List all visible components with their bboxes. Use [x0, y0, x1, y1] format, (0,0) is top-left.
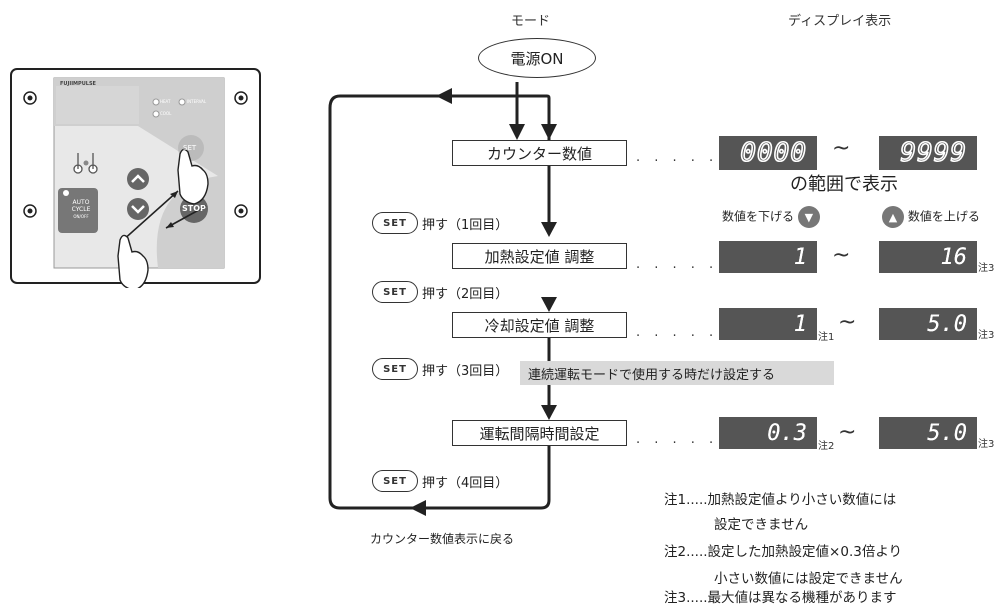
hand-icon — [177, 148, 209, 205]
note-mark-3: 注3 — [978, 263, 995, 274]
step-interval-box: 運転間隔時間設定 — [452, 420, 627, 446]
step-counter-box: カウンター数値 — [452, 140, 627, 166]
continuous-mode-note: 連続運転モードで使用する時だけ設定する — [520, 361, 834, 385]
set-press-2: SET 押す（2回目） — [372, 281, 508, 303]
range-tilde: ~ — [832, 136, 851, 161]
display-counter-min: 0000 — [719, 136, 817, 170]
dots-leader: . . . . . — [636, 257, 719, 272]
footnote-3: 注3.....最大値は異なる機種があります — [664, 590, 897, 606]
set-press-4: SET 押す（4回目） — [372, 470, 508, 492]
set-key-icon: SET — [372, 358, 418, 380]
dots-leader: . . . . . — [636, 150, 719, 165]
note-mark-1: 注1 — [818, 332, 835, 343]
note-mark-3: 注3 — [978, 439, 995, 450]
brand-label: FUJIIMPULSE — [60, 81, 96, 87]
led-cool-label: COOL — [160, 111, 172, 116]
range-tilde: ~ — [832, 243, 851, 268]
step-heat-box: 加熱設定値 調整 — [452, 243, 627, 269]
chevron-up-icon: ▲ — [882, 206, 904, 228]
dots-leader: . . . . . — [636, 325, 719, 340]
display-header: ディスプレイ表示 — [788, 14, 892, 29]
footnote-2: 注2.....設定した加熱設定値×0.3倍より — [664, 544, 903, 560]
step-cool-box: 冷却設定値 調整 — [452, 312, 627, 338]
mode-header: モード — [511, 14, 551, 29]
set-press-3: SET 押す（3回目） — [372, 358, 508, 380]
note-mark-3: 注3 — [978, 330, 995, 341]
set-key-icon: SET — [372, 281, 418, 303]
set-key-icon: SET — [372, 212, 418, 234]
device-panel-illustration — [10, 68, 261, 288]
footnote-1: 注1.....加熱設定値より小さい数値には — [664, 492, 897, 508]
device-stop-key: STOP — [182, 204, 206, 213]
display-heat-min: 1 — [719, 241, 817, 273]
note-mark-2: 注2 — [818, 441, 835, 452]
range-caption: の範囲で表示 — [790, 174, 898, 195]
display-cool-min: 1 — [719, 308, 817, 340]
increase-label: ▲ 数値を上げる — [882, 206, 980, 228]
decrease-label: 数値を下げる ▼ — [722, 206, 820, 228]
range-tilde: ~ — [838, 310, 857, 335]
footnote-2-cont: 小さい数値には設定できません — [714, 571, 903, 587]
range-tilde: ~ — [838, 420, 857, 445]
display-heat-max: 16 — [879, 241, 977, 273]
display-counter-max: 9999 — [879, 136, 977, 170]
hand-icon — [117, 234, 149, 288]
led-interval-label: INTERVAL — [187, 99, 207, 104]
set-press-1: SET 押す（1回目） — [372, 212, 508, 234]
chevron-down-icon: ▼ — [797, 206, 820, 228]
return-label: カウンター数値表示に戻る — [370, 532, 515, 546]
display-interval-min: 0.3 — [719, 417, 817, 449]
footnote-1-cont: 設定できません — [714, 517, 809, 533]
set-key-icon: SET — [372, 470, 418, 492]
device-set-key: SET — [183, 144, 197, 152]
display-interval-max: 5.0 — [879, 417, 977, 449]
power-on-node: 電源ON — [478, 38, 596, 78]
display-cool-max: 5.0 — [879, 308, 977, 340]
device-auto-key: AUTO CYCLE ON/OFF — [71, 199, 91, 219]
led-heat-label: HEAT — [160, 99, 171, 104]
dots-leader: . . . . . — [636, 432, 719, 447]
